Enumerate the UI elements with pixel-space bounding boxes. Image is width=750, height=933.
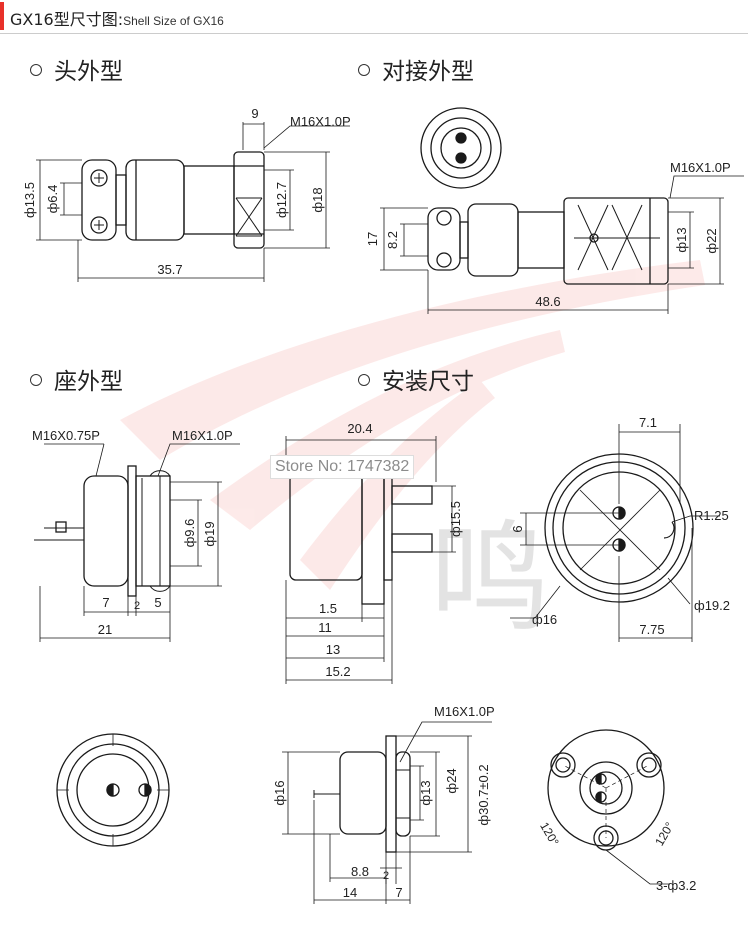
mount-side-drawing bbox=[289, 457, 433, 605]
mating-dimension-lines bbox=[380, 175, 744, 314]
socket-dim-7: 7 bbox=[102, 595, 109, 610]
plug-dim-12-7: ф12.7 bbox=[274, 182, 289, 218]
section-socket-label: 座外型 bbox=[54, 369, 123, 395]
section-mounting-label: 安装尺寸 bbox=[382, 369, 474, 395]
flange-angle-left: 120° bbox=[537, 820, 562, 849]
bottom-dim-14: 14 bbox=[343, 885, 357, 900]
bottom-dim-8-8: 8.8 bbox=[351, 864, 369, 879]
mating-front-view bbox=[420, 107, 502, 189]
header-accent-bar bbox=[0, 2, 4, 30]
mating-dim-17: 17 bbox=[365, 232, 380, 246]
circle-bullet-icon bbox=[30, 373, 42, 386]
bottom-flange-drawing bbox=[547, 729, 670, 885]
socket-dim-9-6: ф9.6 bbox=[182, 519, 197, 548]
title-chinese: GX16型尺寸图: bbox=[10, 10, 124, 29]
bottom-dim-24: ф24 bbox=[444, 768, 459, 793]
plug-thread-label: M16X1.0P bbox=[290, 114, 351, 129]
socket-drawing bbox=[34, 465, 171, 597]
bottom-dim-2: 2 bbox=[383, 870, 389, 882]
plug-dim-13-5: ф13.5 bbox=[22, 182, 37, 218]
mating-thread-label: M16X1.0P bbox=[670, 160, 731, 175]
socket-thread-a: M16X0.75P bbox=[32, 428, 100, 443]
mating-side-view bbox=[427, 197, 669, 285]
socket-dimension-lines bbox=[39, 443, 240, 642]
mating-dim-13: ф13 bbox=[674, 227, 689, 252]
socket-dim-5: 5 bbox=[154, 595, 161, 610]
section-mating-label: 对接外型 bbox=[382, 59, 474, 85]
store-watermark: Store No: 1747382 bbox=[270, 455, 415, 479]
mating-dim-22: ф22 bbox=[704, 228, 719, 253]
bottom-dim-16: ф16 bbox=[272, 780, 287, 805]
socket-dim-2: 2 bbox=[134, 600, 140, 612]
mount-side-dim-20-4: 20.4 bbox=[347, 421, 372, 436]
mating-dim-48-6: 48.6 bbox=[535, 294, 560, 309]
mount-front-r-1-25: R1.25 bbox=[694, 508, 729, 523]
mount-front-dim-16: ф16 bbox=[532, 612, 557, 627]
plug-dim-35-7: 35.7 bbox=[157, 262, 182, 277]
plug-dimension-lines bbox=[36, 122, 350, 282]
mount-front-dim-19-2: ф19.2 bbox=[694, 598, 730, 613]
bottom-dim-13: ф13 bbox=[418, 780, 433, 805]
mount-side-dim-1-5: 1.5 bbox=[319, 601, 337, 616]
mount-front-dimension-lines bbox=[510, 424, 720, 642]
plug-dim-18: ф18 bbox=[310, 187, 325, 212]
page-title: GX16型尺寸图:Shell Size of GX16 bbox=[10, 6, 224, 30]
section-mating-outline: 对接外型 bbox=[358, 52, 474, 86]
mount-side-dim-15-5: ф15.5 bbox=[448, 501, 463, 537]
mount-front-dim-6: 6 bbox=[510, 525, 525, 532]
mount-side-dimension-lines bbox=[285, 436, 456, 684]
circle-bullet-icon bbox=[30, 63, 42, 76]
mount-front-dim-7-75: 7.75 bbox=[639, 622, 664, 637]
section-plug-outline: 头外型 bbox=[30, 52, 123, 86]
header-divider bbox=[0, 33, 748, 34]
title-english: Shell Size of GX16 bbox=[123, 14, 224, 28]
bottom-thread-label: M16X1.0P bbox=[434, 704, 495, 719]
mating-dim-8-2: 8.2 bbox=[385, 231, 400, 249]
flange-angle-right: 120° bbox=[652, 820, 677, 849]
bottom-dim-7: 7 bbox=[395, 885, 402, 900]
bottom-front-drawing bbox=[56, 733, 170, 847]
bottom-side-dimension-lines bbox=[282, 721, 492, 904]
socket-dim-21: 21 bbox=[98, 622, 112, 637]
circle-bullet-icon bbox=[358, 373, 370, 386]
mount-side-dim-13: 13 bbox=[326, 642, 340, 657]
svg-text:鸣: 鸣 bbox=[430, 512, 550, 646]
section-socket-outline: 座外型 bbox=[30, 362, 123, 396]
plug-drawing bbox=[81, 151, 265, 249]
socket-dim-19: ф19 bbox=[202, 521, 217, 546]
plug-dim-9: 9 bbox=[251, 106, 258, 121]
page-header: GX16型尺寸图:Shell Size of GX16 bbox=[0, 0, 750, 34]
mount-front-dim-7-1: 7.1 bbox=[639, 415, 657, 430]
plug-dim-6-4: ф6.4 bbox=[45, 185, 60, 214]
circle-bullet-icon bbox=[358, 63, 370, 76]
section-mounting-size: 安装尺寸 bbox=[358, 362, 474, 396]
bottom-side-drawing bbox=[313, 735, 411, 853]
mount-side-dim-15-2: 15.2 bbox=[325, 664, 350, 679]
section-plug-label: 头外型 bbox=[54, 59, 123, 85]
flange-holes-label: 3-ф3.2 bbox=[656, 878, 696, 893]
bottom-dim-30-7: ф30.7±0.2 bbox=[476, 764, 491, 825]
mount-side-dim-11: 11 bbox=[318, 620, 332, 635]
socket-thread-b: M16X1.0P bbox=[172, 428, 233, 443]
